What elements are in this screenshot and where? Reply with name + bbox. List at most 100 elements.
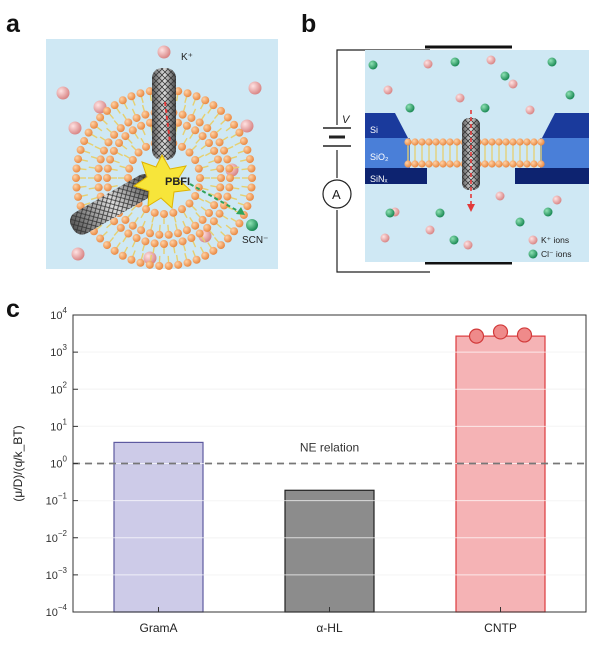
panel-c-letter: c bbox=[6, 295, 20, 323]
lipid-head bbox=[110, 130, 119, 139]
lipid-head bbox=[230, 227, 239, 236]
lipid-head bbox=[128, 126, 137, 135]
lipid-head bbox=[185, 148, 194, 157]
lipid-head bbox=[220, 201, 229, 210]
lipid-head bbox=[495, 138, 503, 146]
k-ion bbox=[455, 93, 465, 103]
lipid-head bbox=[169, 208, 178, 217]
lipid-head bbox=[192, 92, 201, 101]
lipid-head bbox=[80, 137, 89, 146]
lipid-head bbox=[132, 234, 141, 243]
y-tick-label: 10−4 bbox=[46, 603, 68, 619]
lipid-head bbox=[243, 145, 252, 154]
lipid-head bbox=[195, 118, 204, 127]
cl-ion bbox=[515, 217, 525, 227]
lipid-head bbox=[137, 121, 146, 130]
lipid-head bbox=[141, 110, 150, 119]
cl-ion bbox=[547, 57, 557, 67]
lipid-head bbox=[509, 138, 517, 146]
lipid-head bbox=[502, 160, 510, 168]
lipid-head bbox=[210, 146, 219, 155]
k-ion bbox=[486, 55, 496, 65]
lipid-head bbox=[209, 246, 218, 255]
lipid-head bbox=[146, 229, 155, 238]
lipid-head bbox=[127, 255, 136, 264]
lipid-head bbox=[121, 215, 130, 224]
lipid-head bbox=[226, 174, 234, 182]
scn-path-arrow bbox=[189, 183, 246, 216]
lipid-head bbox=[418, 138, 426, 146]
lipid-head bbox=[216, 183, 225, 192]
lipid-head bbox=[142, 142, 150, 151]
lipid-head bbox=[209, 130, 218, 139]
lipid-head bbox=[169, 239, 178, 248]
lipid-head bbox=[481, 138, 489, 146]
k-ion bbox=[508, 79, 518, 89]
cl-ion bbox=[450, 57, 460, 67]
lipid-head bbox=[488, 138, 496, 146]
lipid-head bbox=[110, 101, 119, 110]
lipid-head bbox=[204, 138, 213, 147]
y-tick-label: 102 bbox=[50, 380, 67, 396]
lipid-head bbox=[118, 251, 127, 260]
lipid-head bbox=[191, 192, 200, 200]
lipid-head bbox=[537, 160, 545, 168]
lipid-head bbox=[215, 138, 224, 147]
lipid-head bbox=[124, 229, 133, 238]
sinx-layer-right bbox=[515, 168, 589, 184]
lipid-head bbox=[495, 160, 503, 168]
lipid-head bbox=[247, 183, 256, 192]
lipid-head bbox=[155, 230, 164, 239]
lipid-head bbox=[94, 164, 103, 173]
lipid-head bbox=[453, 138, 461, 146]
lipid-head bbox=[96, 113, 105, 122]
lipid-head bbox=[150, 208, 159, 217]
lipid-head bbox=[145, 260, 154, 269]
bar-hl bbox=[284, 489, 375, 613]
lipid-head bbox=[94, 183, 103, 192]
lipid-head bbox=[216, 164, 225, 173]
lipid-head bbox=[201, 251, 210, 260]
lipid-head bbox=[145, 87, 154, 96]
y-axis-label: (μ/D)/(q/k_BT) bbox=[11, 425, 25, 501]
lipid-head bbox=[217, 174, 225, 182]
lipid-head bbox=[178, 110, 187, 119]
lipid-head bbox=[523, 160, 531, 168]
lipid-head bbox=[125, 164, 134, 173]
lipid-head bbox=[516, 138, 524, 146]
lipid-head bbox=[127, 92, 136, 101]
lipid-head bbox=[432, 138, 440, 146]
k-ion bbox=[463, 240, 473, 250]
lipid-head bbox=[116, 223, 125, 232]
lipid-head bbox=[404, 138, 412, 146]
lipid-head bbox=[209, 217, 218, 226]
k-ion bbox=[383, 85, 393, 95]
lipid-head bbox=[198, 132, 207, 141]
lipid-head bbox=[223, 113, 232, 122]
cl-ion bbox=[405, 103, 415, 113]
lipid-head bbox=[136, 89, 145, 98]
k-ion bbox=[71, 247, 85, 261]
lipid-head bbox=[210, 201, 219, 210]
lipid-head bbox=[109, 146, 118, 155]
panel-c-bar-chart: NE relation 10410310210110010−110−210−31… bbox=[11, 306, 587, 635]
lipid-head bbox=[194, 183, 203, 192]
lipid-head bbox=[155, 261, 164, 270]
lipid-head bbox=[248, 174, 256, 182]
pbfi-label: PBFI bbox=[165, 176, 190, 188]
lipid-head bbox=[134, 148, 143, 157]
lipid-head bbox=[247, 164, 256, 173]
lipid-head bbox=[418, 160, 426, 168]
lipid-head bbox=[453, 160, 461, 168]
y-tick-label: 100 bbox=[50, 455, 67, 471]
lipid-head bbox=[191, 156, 200, 164]
lipid-head bbox=[106, 155, 115, 164]
lipid-head bbox=[223, 155, 232, 164]
substrate-layers bbox=[365, 113, 589, 184]
lipid-head bbox=[182, 226, 191, 235]
y-tick-label: 10−3 bbox=[46, 566, 68, 582]
lipid-head bbox=[104, 138, 113, 147]
lipid-head bbox=[110, 217, 119, 226]
lipid-head bbox=[215, 209, 224, 218]
